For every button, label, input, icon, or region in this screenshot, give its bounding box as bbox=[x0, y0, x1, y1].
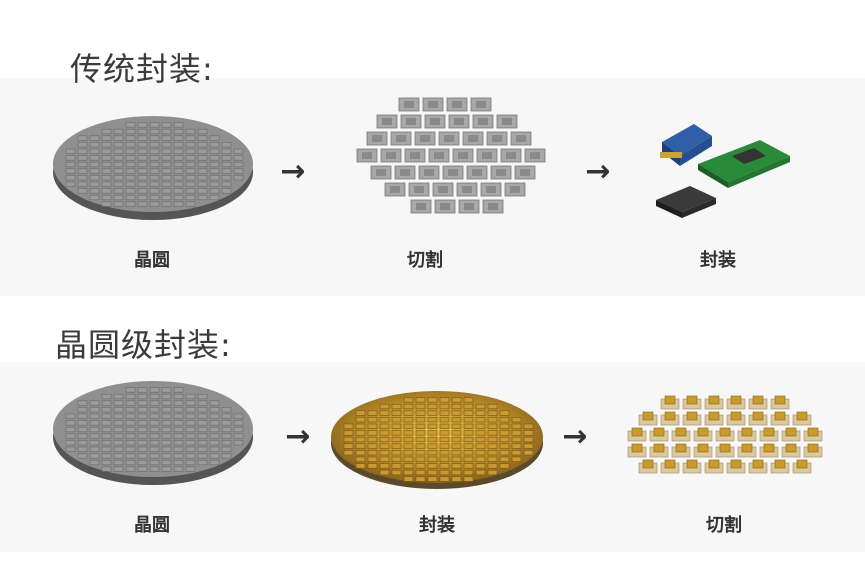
step-label-packaging: 封装 bbox=[700, 250, 736, 271]
wafer-illustration bbox=[53, 381, 253, 485]
traditional-packaging-title: 传统封装: bbox=[70, 50, 214, 88]
diced-dies-grid bbox=[356, 97, 546, 214]
step-label-wafer: 晶圆 bbox=[134, 515, 170, 536]
arrow-right-icon: → bbox=[585, 154, 611, 189]
arrow-right-icon: → bbox=[285, 419, 311, 454]
diced-packages-grid bbox=[627, 395, 823, 474]
arrow-right-icon: → bbox=[562, 419, 588, 454]
step-label-dicing: 切割 bbox=[407, 250, 443, 271]
packaged-chips-illustration bbox=[656, 124, 790, 218]
wafer-die-grid bbox=[65, 387, 244, 472]
packaged-wafer-die-grid bbox=[343, 397, 534, 482]
step-label-packaging: 封装 bbox=[419, 515, 455, 536]
diced-dies-illustration bbox=[356, 97, 546, 214]
wafer-level-packaging-title: 晶圆级封装: bbox=[55, 326, 232, 364]
step-label-wafer: 晶圆 bbox=[134, 250, 170, 271]
wafer-illustration bbox=[53, 116, 253, 220]
packaged-wafer-illustration bbox=[331, 391, 543, 489]
wafer-die-grid bbox=[65, 122, 244, 207]
diced-packages-illustration bbox=[627, 395, 823, 474]
arrow-right-icon: → bbox=[280, 154, 306, 189]
step-label-dicing: 切割 bbox=[706, 515, 742, 536]
